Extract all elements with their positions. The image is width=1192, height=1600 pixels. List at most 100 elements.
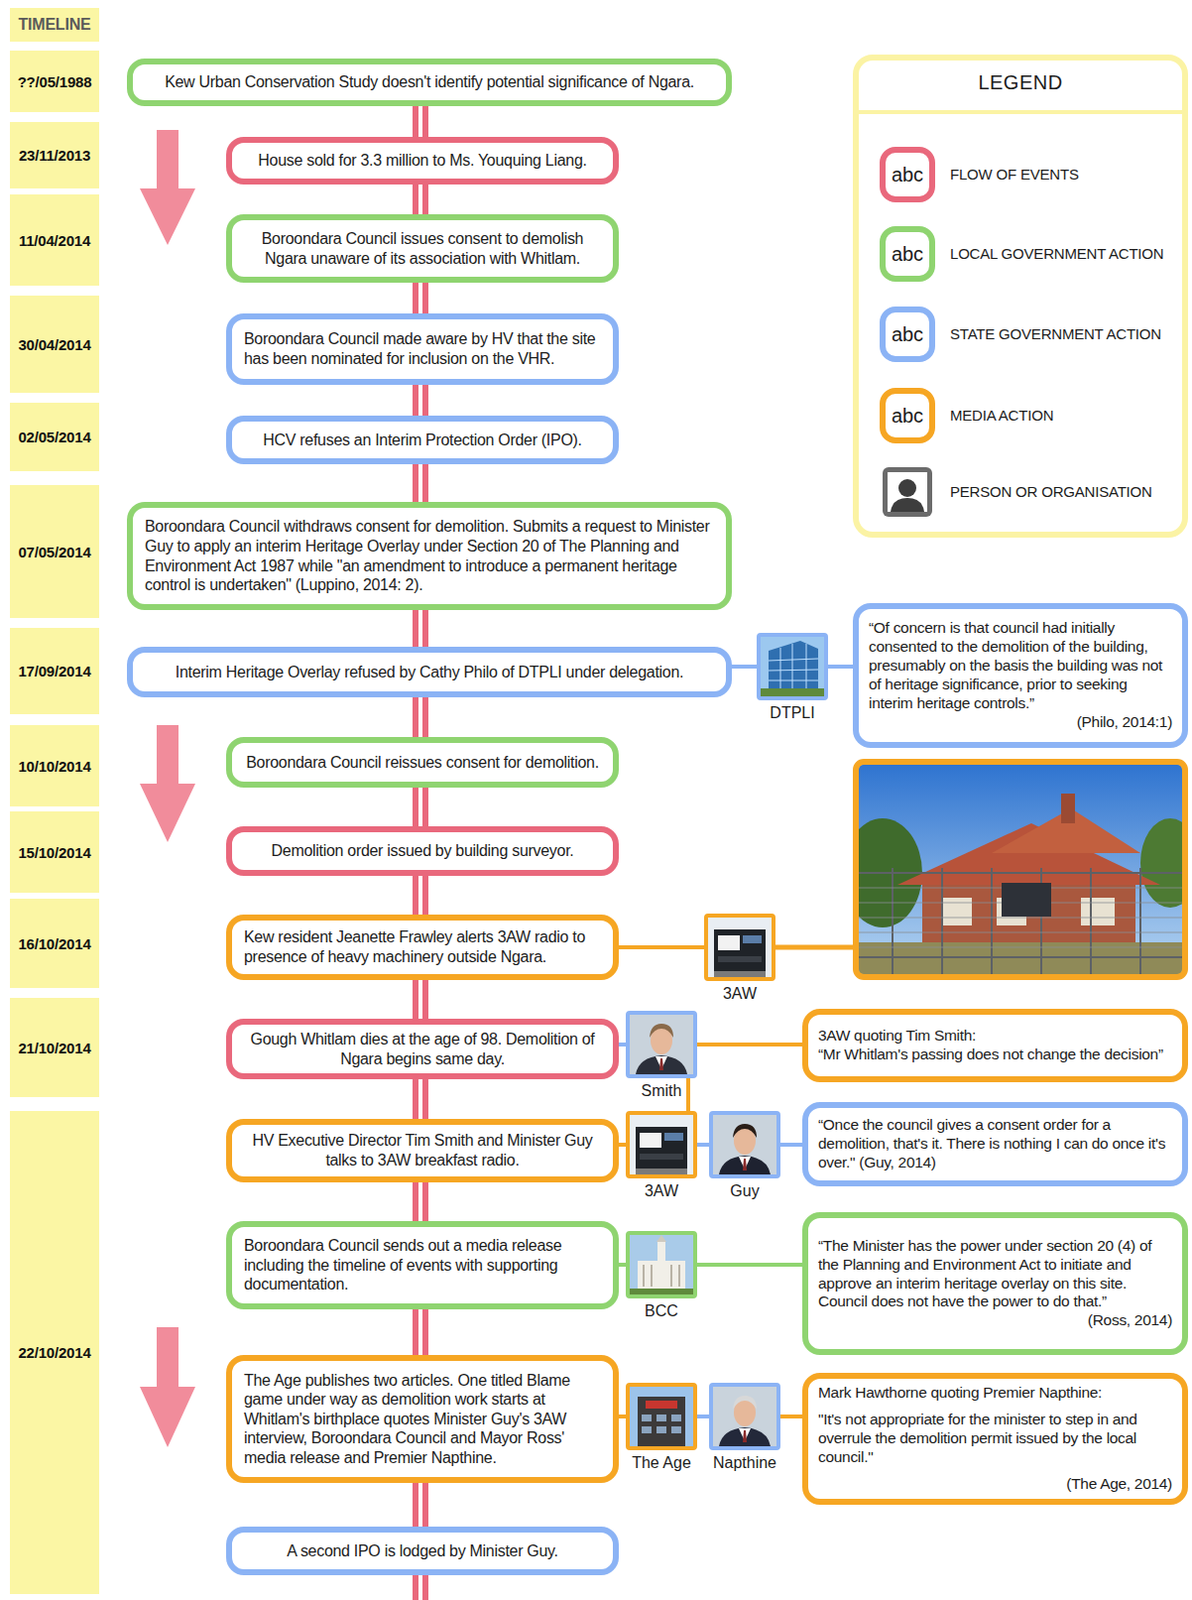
org-icon: The Age [625, 1382, 698, 1472]
icon-picture [629, 1014, 694, 1074]
connector [618, 1144, 626, 1146]
org-name: 3AW [680, 984, 800, 1003]
connector-line [412, 464, 429, 502]
event-text: “Of concern is that council had initiall… [868, 618, 1173, 714]
quote-box: “Once the council gives a consent order … [802, 1101, 1189, 1187]
connector-line [412, 106, 429, 137]
event-box: Boroondara Council withdraws consent for… [126, 501, 732, 610]
citation-text: (The Age, 2014) [818, 1474, 1173, 1494]
icon-frame [625, 1110, 698, 1179]
connector [420, 384, 422, 416]
event-text: House sold for 3.3 million to Ms. Youqui… [243, 150, 601, 171]
connector-line [418, 384, 423, 416]
date-label: 22/10/2014 [9, 1110, 100, 1594]
event-box: Interim Heritage Overlay refused by Cath… [126, 646, 732, 698]
legend-sample-text: abc [891, 323, 924, 347]
connector-line [412, 979, 429, 1019]
photo-leader [775, 945, 853, 951]
connector [420, 697, 422, 737]
icon-picture [629, 1386, 694, 1446]
legend-text: MEDIA ACTION [950, 406, 1183, 424]
legend-text: STATE GOVERNMENT ACTION [950, 325, 1183, 343]
connector-line [412, 282, 429, 314]
org-icon: Guy [709, 1110, 781, 1200]
connector-line [412, 1078, 429, 1119]
date-label: 17/09/2014 [9, 627, 100, 715]
org-icon: 3AW [704, 913, 776, 1003]
connector [688, 1077, 690, 1111]
connector [420, 282, 422, 314]
connector-line [412, 609, 429, 647]
icon-frame [709, 1110, 781, 1179]
connector [618, 1416, 626, 1418]
connector-line [697, 1042, 803, 1047]
icon-picture [629, 1114, 694, 1175]
connector-line [418, 106, 423, 137]
event-text: Kew resident Jeanette Frawley alerts 3AW… [243, 927, 601, 966]
legend-swatch: abc [879, 306, 936, 362]
connector-line [418, 697, 423, 737]
connector-line [618, 1142, 626, 1147]
connector [420, 1078, 422, 1119]
org-name: BCC [601, 1302, 721, 1320]
connector [420, 979, 422, 1019]
legend-text: PERSON OR ORGANISATION [950, 482, 1183, 500]
connector [697, 1044, 803, 1046]
connector-line [697, 1414, 710, 1419]
house-photo [842, 761, 1192, 977]
citation-text: (Philo, 2014:1) [868, 713, 1173, 732]
icon-frame [625, 1230, 698, 1299]
icon-frame [709, 1382, 781, 1450]
event-text: Interim Heritage Overlay refused by Cath… [144, 662, 715, 683]
event-text: Gough Whitlam dies at the age of 98. Dem… [243, 1029, 601, 1069]
connector-line [618, 1262, 626, 1267]
event-text: Boroondara Council issues consent to dem… [243, 229, 601, 268]
quote-box: “Of concern is that council had initiall… [852, 602, 1189, 748]
event-box: Boroondara Council made aware by HV that… [226, 313, 619, 385]
citation-text: “Mr Whitlam's passing does not change th… [818, 1045, 1173, 1065]
date-label: 21/10/2014 [9, 997, 100, 1097]
org-icon: Smith [625, 1010, 698, 1100]
connector-line [697, 1142, 710, 1147]
event-text: HCV refuses an Interim Protection Order … [243, 430, 601, 451]
icon-picture [713, 1114, 777, 1175]
event-box: A second IPO is lodged by Minister Guy. [226, 1526, 619, 1575]
connector-line [618, 1042, 626, 1047]
date-label: 15/10/2014 [9, 811, 100, 893]
connector [420, 184, 422, 215]
event-box: House sold for 3.3 million to Ms. Youqui… [226, 136, 619, 185]
flow-arrow [139, 129, 196, 1447]
connector-line [412, 1182, 429, 1221]
connector-line [418, 1078, 423, 1119]
quote-box: Mark Hawthorne quoting Premier Napthine:… [802, 1372, 1189, 1505]
event-text: The Age publishes two articles. One titl… [243, 1370, 601, 1468]
org-name: 3AW [601, 1182, 721, 1200]
date-label: 16/10/2014 [9, 898, 100, 988]
event-text: Boroondara Council sends out a media rel… [243, 1235, 601, 1295]
org-name: The Age [601, 1453, 721, 1472]
icon-frame [704, 913, 776, 981]
connector [420, 1309, 422, 1355]
connector-line [412, 787, 429, 827]
legend-person-sample [879, 464, 936, 520]
connector [618, 1044, 626, 1046]
event-box: The Age publishes two articles. One titl… [226, 1354, 619, 1483]
legend-swatch: abc [879, 387, 936, 444]
connector-line [731, 664, 757, 669]
connector [780, 1416, 803, 1418]
date-label: 02/05/2014 [9, 402, 100, 472]
connector [420, 787, 422, 827]
event-text: Kew Urban Conservation Study doesn't ide… [144, 72, 715, 93]
event-box: Demolition order issued by building surv… [226, 826, 619, 876]
connector [618, 1264, 626, 1266]
quote-box: “The Minister has the power under sectio… [802, 1211, 1189, 1355]
event-text: “The Minister has the power under sectio… [818, 1236, 1173, 1312]
icon-picture [708, 917, 772, 977]
connector [420, 1482, 422, 1527]
connector-line [412, 384, 429, 416]
event-text: Boroondara Council made aware by HV that… [243, 329, 601, 368]
connector [420, 875, 422, 915]
connector-line [418, 979, 423, 1019]
org-icon: BCC [625, 1230, 698, 1320]
